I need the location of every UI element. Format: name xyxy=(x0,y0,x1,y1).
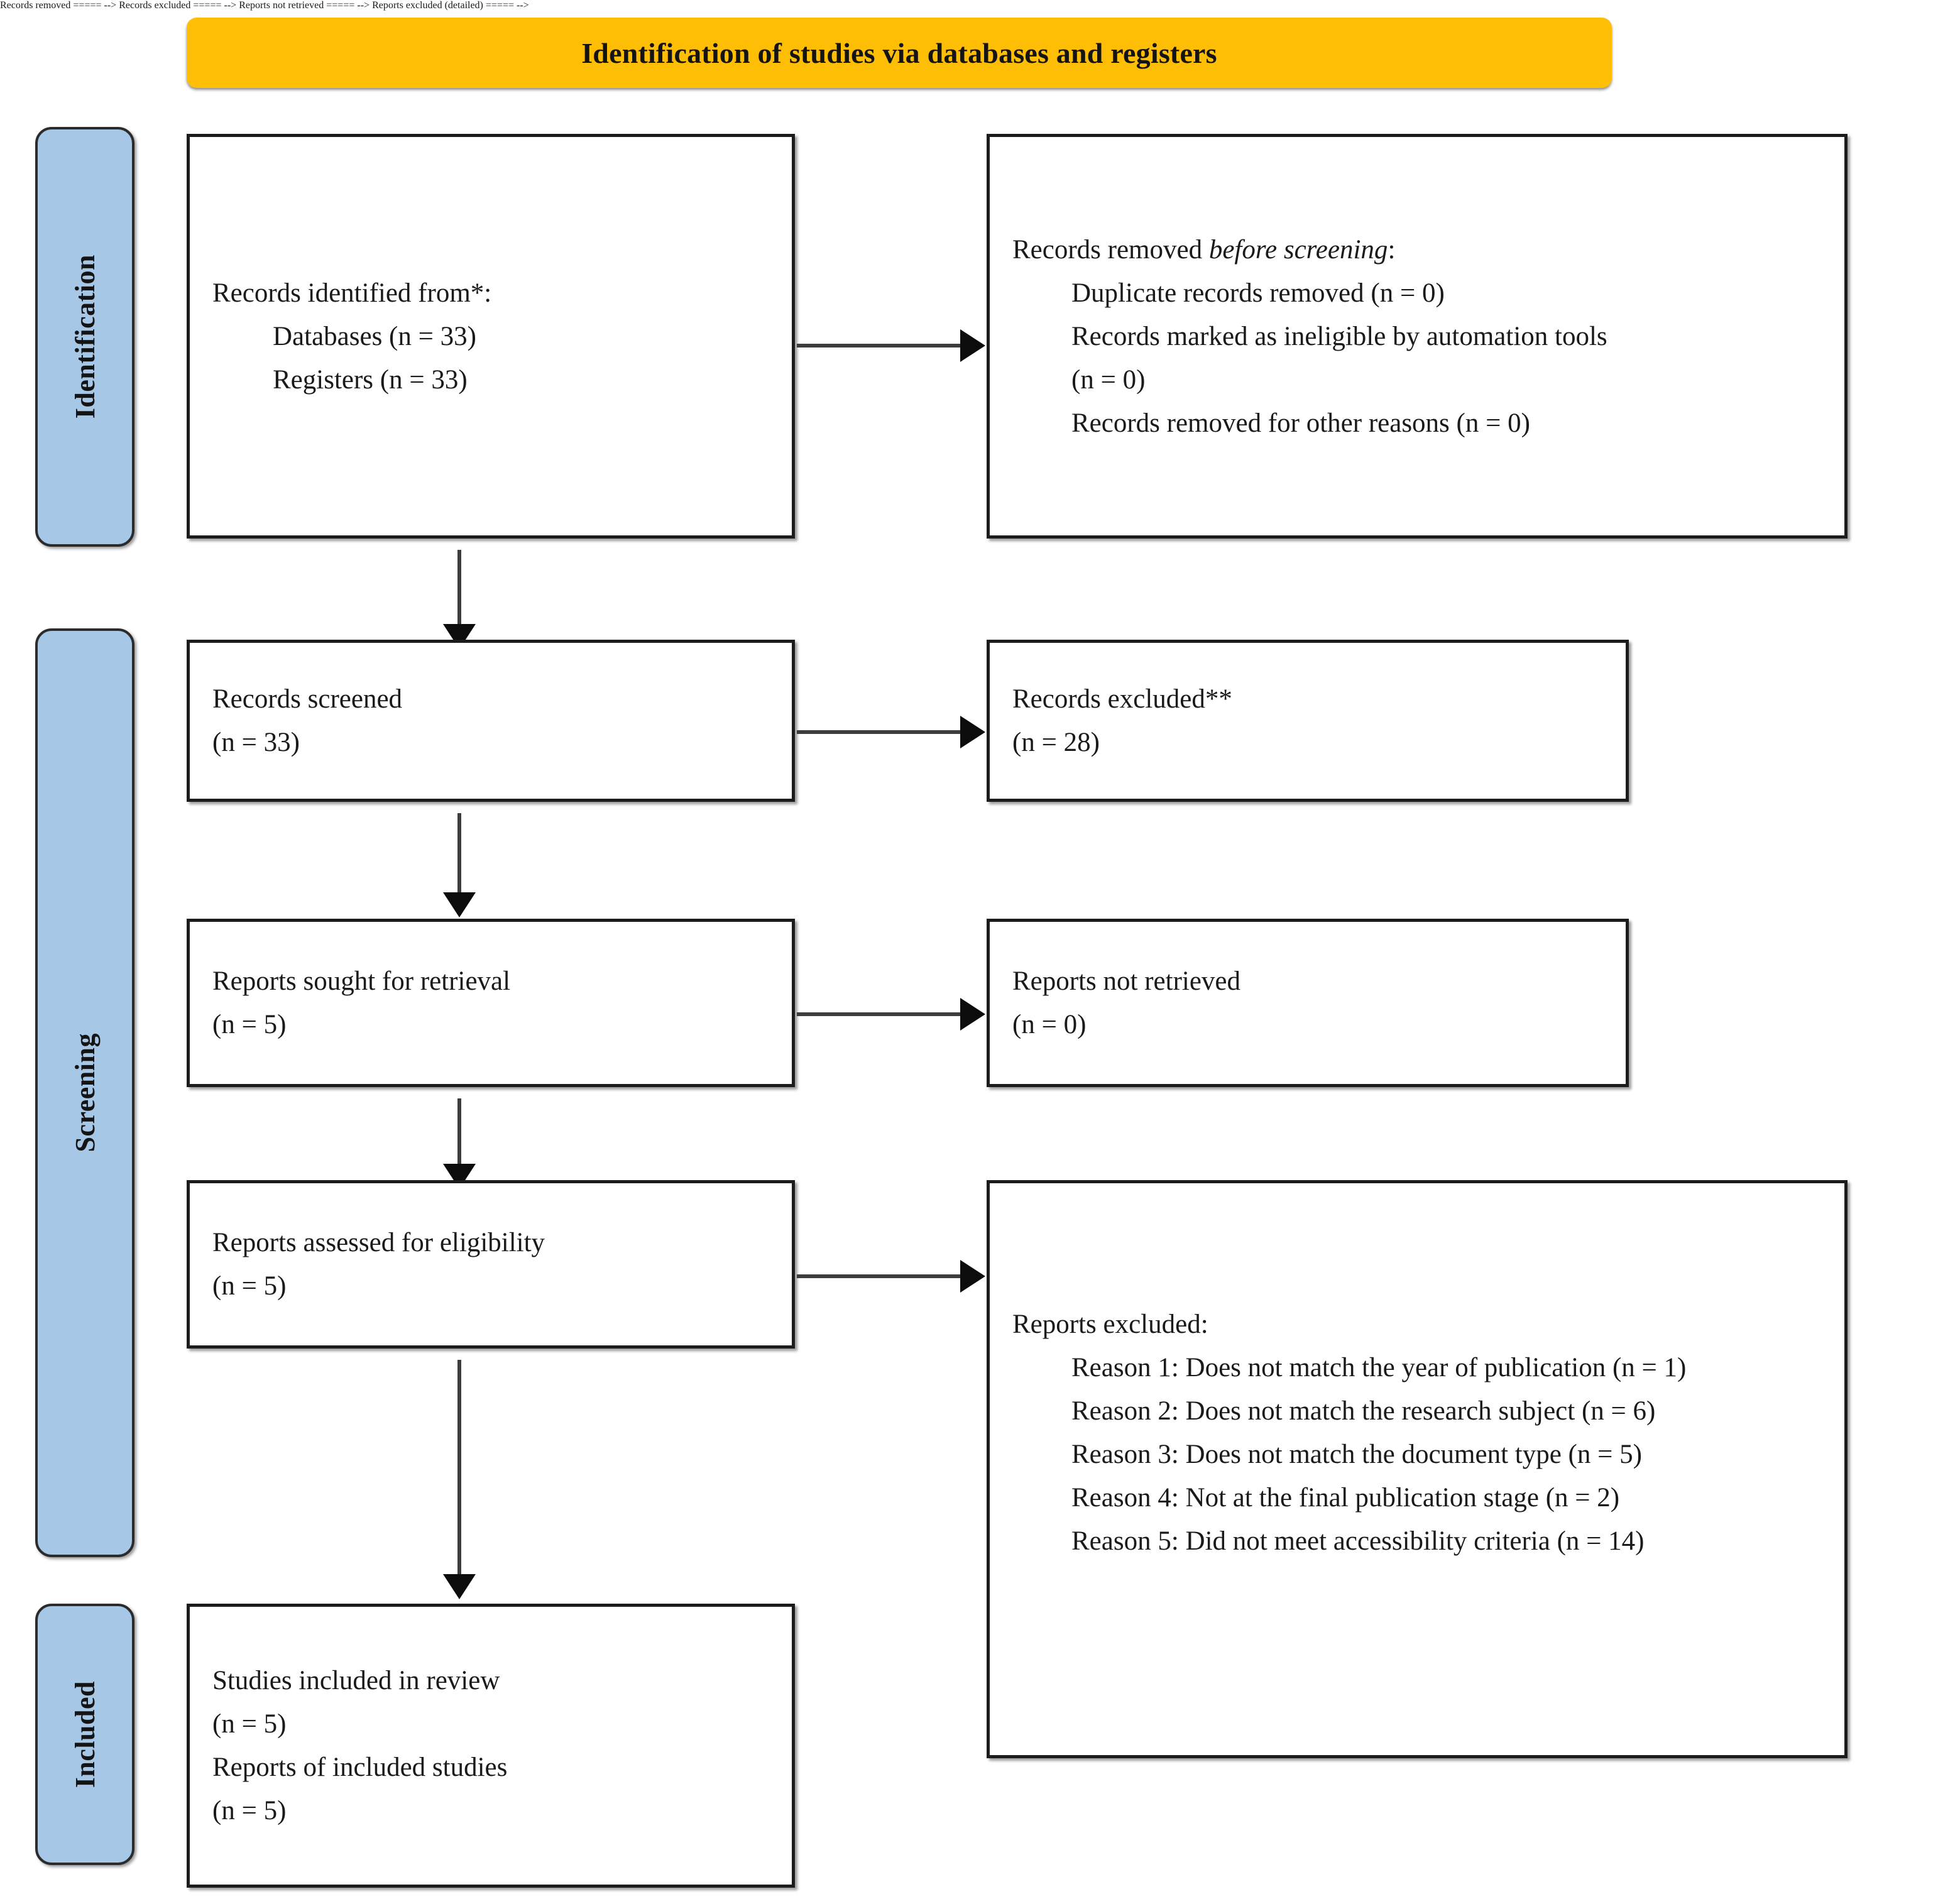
studies-included-count: (n = 5) xyxy=(212,1709,287,1739)
records-removed-duplicates: Duplicate records removed (n = 0) xyxy=(1071,278,1445,308)
records-removed-automation-count: (n = 0) xyxy=(1071,364,1146,395)
reports-excluded-reason-3: Reason 3: Does not match the document ty… xyxy=(1071,1440,1642,1469)
stage-label-identification: Identification xyxy=(35,127,134,547)
stage-label-screening: Screening xyxy=(35,628,134,1557)
reports-excluded-reason-4: Reason 4: Not at the final publication s… xyxy=(1071,1483,1620,1513)
records-identified-registers: Registers (n = 33) xyxy=(273,364,468,395)
reports-excluded-reason-2: Reason 2: Does not match the research su… xyxy=(1071,1396,1656,1426)
records-excluded-label: Records excluded** xyxy=(1012,684,1232,714)
records-removed-heading: Records removed before screening: xyxy=(1012,228,1822,271)
reports-of-included-studies-label: Reports of included studies xyxy=(212,1753,508,1782)
box-records-screened: Records screened (n = 33) xyxy=(187,640,795,802)
reports-excluded-heading: Reports excluded: xyxy=(1012,1310,1208,1339)
arrow-head-right-icon xyxy=(960,998,985,1031)
reports-assessed-count: (n = 5) xyxy=(212,1271,287,1301)
records-screened-count: (n = 33) xyxy=(212,728,300,757)
arrow-head-right-icon xyxy=(960,329,985,362)
arrow-shaft xyxy=(457,1098,461,1168)
reports-assessed-label: Reports assessed for eligibility xyxy=(212,1228,545,1257)
diagram-header-banner: Identification of studies via databases … xyxy=(187,18,1612,88)
reports-sought-label: Reports sought for retrieval xyxy=(212,966,511,996)
stage-label-included: Included xyxy=(35,1604,134,1865)
stage-label-screening-text: Screening xyxy=(69,1033,101,1152)
box-records-excluded: Records excluded** (n = 28) xyxy=(987,640,1629,802)
records-identified-databases: Databases (n = 33) xyxy=(273,321,476,351)
records-removed-heading-italic: before screening xyxy=(1208,234,1388,265)
arrow-shaft xyxy=(457,813,461,897)
stage-label-identification-text: Identification xyxy=(69,254,101,419)
records-removed-other: Records removed for other reasons (n = 0… xyxy=(1071,408,1530,438)
box-records-identified: Records identified from*: Databases (n =… xyxy=(187,134,795,539)
reports-excluded-reason-5: Reason 5: Did not meet accessibility cri… xyxy=(1071,1526,1645,1556)
arrow-shaft xyxy=(797,730,979,734)
arrow-head-down-icon xyxy=(443,1574,476,1599)
records-removed-heading-tail: : xyxy=(1388,234,1396,265)
records-removed-automation: Records marked as ineligible by automati… xyxy=(1071,321,1607,351)
records-identified-line1: Records identified from*: xyxy=(212,278,492,308)
box-reports-assessed-for-eligibility: Reports assessed for eligibility (n = 5) xyxy=(187,1180,795,1349)
records-screened-label: Records screened xyxy=(212,684,403,714)
box-reports-sought-for-retrieval: Reports sought for retrieval (n = 5) xyxy=(187,919,795,1087)
arrow-head-right-icon xyxy=(960,716,985,748)
box-records-removed-before-screening: Records removed before screening: Duplic… xyxy=(987,134,1848,539)
arrow-shaft xyxy=(797,1274,979,1278)
records-excluded-count: (n = 28) xyxy=(1012,728,1100,757)
arrow-shaft xyxy=(457,550,461,628)
arrow-shaft xyxy=(797,344,979,348)
box-reports-excluded-with-reasons: Reports excluded: Reason 1: Does not mat… xyxy=(987,1180,1848,1758)
arrow-shaft xyxy=(457,1360,461,1579)
reports-sought-count: (n = 5) xyxy=(212,1010,287,1039)
records-removed-heading-lead: Records removed xyxy=(1012,234,1209,265)
reports-not-retrieved-count: (n = 0) xyxy=(1012,1010,1087,1039)
diagram-title: Identification of studies via databases … xyxy=(581,36,1217,69)
arrow-head-right-icon xyxy=(960,1260,985,1293)
box-reports-not-retrieved: Reports not retrieved (n = 0) xyxy=(987,919,1629,1087)
studies-included-label: Studies included in review xyxy=(212,1666,500,1695)
reports-excluded-reason-1: Reason 1: Does not match the year of pub… xyxy=(1071,1353,1687,1382)
arrow-head-down-icon xyxy=(443,892,476,917)
arrow-shaft xyxy=(797,1012,979,1016)
stage-label-included-text: Included xyxy=(69,1680,101,1788)
box-studies-included-in-review: Studies included in review (n = 5) Repor… xyxy=(187,1604,795,1888)
reports-not-retrieved-label: Reports not retrieved xyxy=(1012,966,1241,996)
reports-of-included-studies-count: (n = 5) xyxy=(212,1796,287,1825)
